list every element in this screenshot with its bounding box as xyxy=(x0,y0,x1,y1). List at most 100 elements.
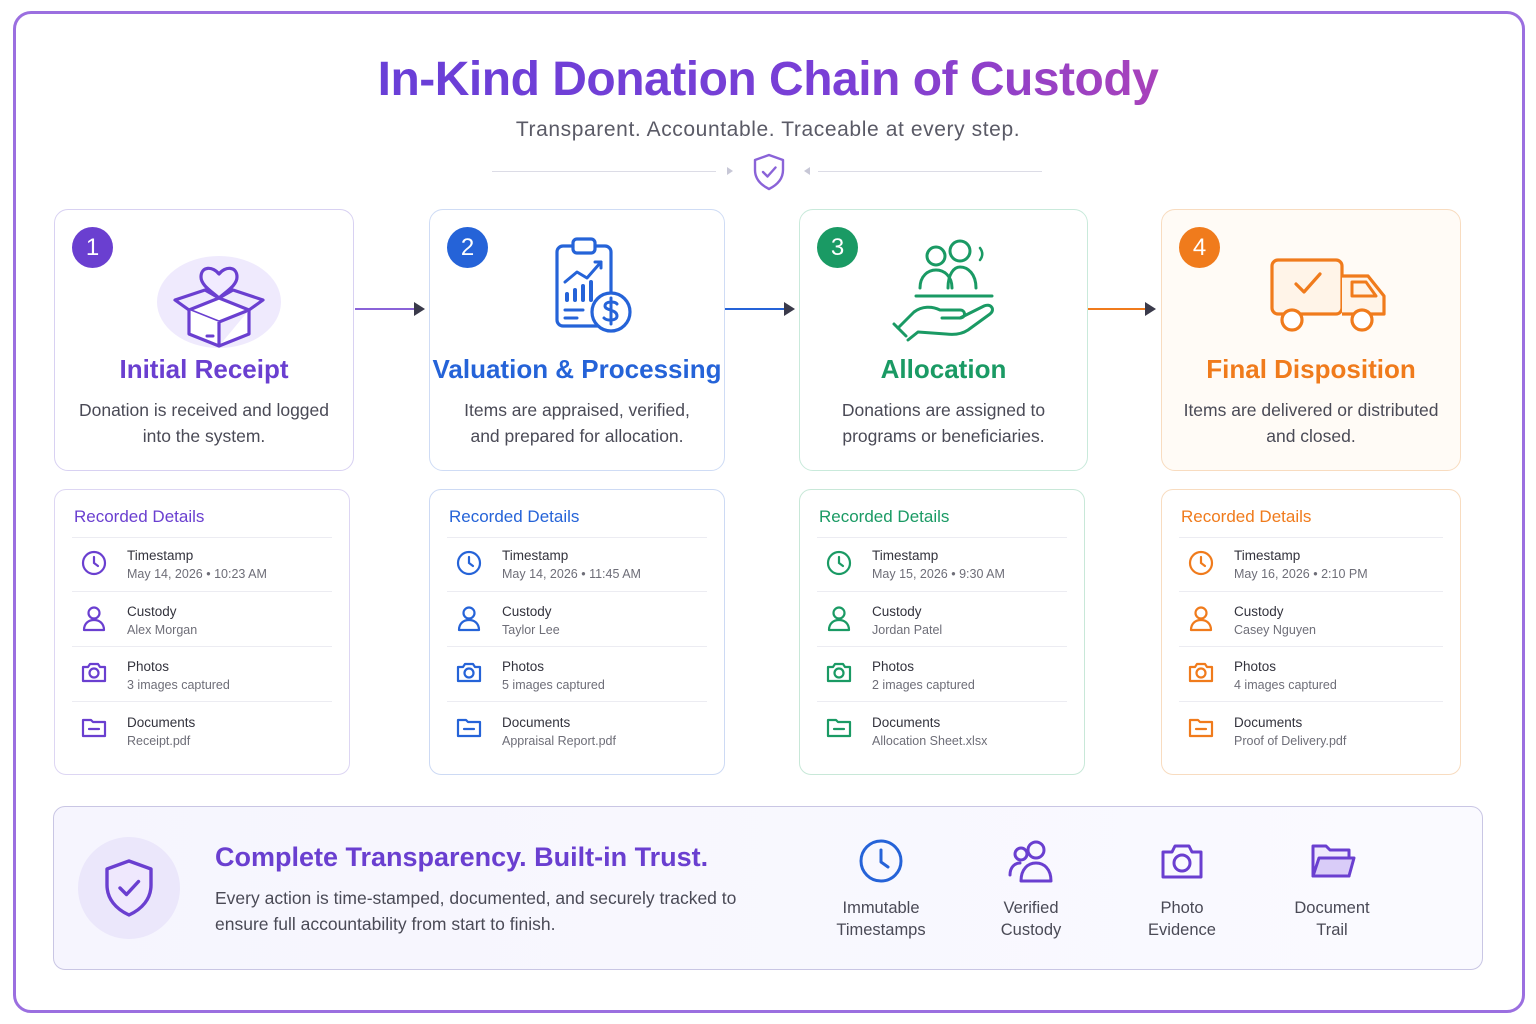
step-card-initial-receipt: 1 Initial Receipt Donation is received a… xyxy=(54,209,354,471)
row-label: Photos xyxy=(1234,659,1277,674)
details-heading: Recorded Details xyxy=(1181,507,1312,526)
row-value: Taylor Lee xyxy=(502,623,560,637)
row-label: Documents xyxy=(872,715,941,730)
details-rule xyxy=(817,591,1067,592)
step-card-final-disposition: 4 Final Disposition Items are delivered … xyxy=(1161,209,1461,471)
details-rule xyxy=(447,701,707,702)
row-label: Timestamp xyxy=(1234,548,1301,563)
folder-icon xyxy=(456,718,482,738)
details-rule xyxy=(817,701,1067,702)
details-rule xyxy=(1179,701,1443,702)
details-rule xyxy=(447,591,707,592)
details-rule xyxy=(447,646,707,647)
row-value: Receipt.pdf xyxy=(127,734,191,748)
camera-icon xyxy=(456,662,482,683)
recorded-details-3: Recorded Details Timestamp May 15, 2026 … xyxy=(799,489,1085,775)
row-label: Photos xyxy=(127,659,170,674)
feature-label-line1: Photo xyxy=(1160,899,1204,917)
divider-right xyxy=(818,171,1042,172)
row-value: 4 images captured xyxy=(1234,678,1337,692)
step-title: Allocation xyxy=(880,354,1007,384)
delivery-truck-check-icon xyxy=(1270,258,1386,332)
divider-right-marker xyxy=(804,167,810,175)
details-rule xyxy=(72,537,332,538)
details-rule xyxy=(1179,591,1443,592)
row-label: Timestamp xyxy=(872,548,939,563)
row-label: Documents xyxy=(1234,715,1303,730)
row-value: 5 images captured xyxy=(502,678,605,692)
step-number-badge: 1 xyxy=(72,227,113,268)
row-value: Alex Morgan xyxy=(127,623,198,637)
row-label: Custody xyxy=(127,604,177,619)
folder-icon xyxy=(826,718,852,738)
row-value: May 14, 2026 • 11:45 AM xyxy=(502,567,641,581)
row-label: Photos xyxy=(502,659,545,674)
row-label: Timestamp xyxy=(127,548,194,563)
step-description: Donation is received and logged into the… xyxy=(78,400,330,446)
step-description: Donations are assigned to programs or be… xyxy=(841,400,1046,446)
details-rule xyxy=(1179,646,1443,647)
divider-left-marker xyxy=(727,167,733,175)
folder-icon xyxy=(1188,718,1214,738)
row-value: May 16, 2026 • 2:10 PM xyxy=(1234,567,1368,581)
folder-icon xyxy=(1311,844,1356,878)
row-value: Proof of Delivery.pdf xyxy=(1234,734,1347,748)
flow-arrow-1-2 xyxy=(355,302,425,316)
row-label: Custody xyxy=(502,604,552,619)
details-rule xyxy=(72,701,332,702)
details-rule xyxy=(817,646,1067,647)
hand-people-icon xyxy=(892,239,994,342)
user-icon xyxy=(1189,606,1213,632)
shield-check-icon xyxy=(753,153,785,191)
users-icon xyxy=(1008,840,1053,883)
feature-label-line2: Trail xyxy=(1316,921,1348,939)
camera-icon xyxy=(1161,844,1203,879)
feature-label-line1: Verified xyxy=(1003,899,1059,917)
recorded-details-1: Recorded Details Timestamp May 14, 2026 … xyxy=(54,489,350,775)
row-label: Timestamp xyxy=(502,548,569,563)
details-rule xyxy=(817,537,1067,538)
row-value: May 15, 2026 • 9:30 AM xyxy=(872,567,1005,581)
step-description: Items are delivered or distributed and c… xyxy=(1183,400,1439,446)
clock-icon xyxy=(456,550,482,576)
user-icon xyxy=(827,606,851,632)
banner-title: Complete Transparency. Built-in Trust. xyxy=(215,842,709,872)
camera-icon xyxy=(1188,662,1214,683)
row-value: May 14, 2026 • 10:23 AM xyxy=(127,567,267,581)
clock-icon xyxy=(826,550,852,576)
camera-icon xyxy=(81,662,107,683)
step-description: Items are appraised, verified, and prepa… xyxy=(464,400,690,446)
row-label: Photos xyxy=(872,659,915,674)
details-heading: Recorded Details xyxy=(74,507,205,526)
recorded-details-2: Recorded Details Timestamp May 14, 2026 … xyxy=(429,489,725,775)
details-heading: Recorded Details xyxy=(449,507,580,526)
feature-label-line1: Document xyxy=(1294,899,1370,917)
feature-label-line2: Evidence xyxy=(1148,921,1216,939)
shield-check-icon xyxy=(105,859,153,917)
page-subtitle: Transparent. Accountable. Traceable at e… xyxy=(515,118,1021,141)
details-heading: Recorded Details xyxy=(819,507,950,526)
page-title: In-Kind Donation Chain of Custody xyxy=(0,52,1536,107)
step-card-allocation: 3 Allocation Donations are assigned to p… xyxy=(799,209,1088,471)
feature-label-line2: Custody xyxy=(1000,921,1062,939)
step-number-badge: 4 xyxy=(1179,227,1220,268)
row-value: Allocation Sheet.xlsx xyxy=(872,734,988,748)
step-title: Initial Receipt xyxy=(119,354,289,384)
row-value: Casey Nguyen xyxy=(1234,623,1316,637)
step-number-badge: 3 xyxy=(817,227,858,268)
step-number-badge: 2 xyxy=(447,227,488,268)
recorded-details-4: Recorded Details Timestamp May 16, 2026 … xyxy=(1161,489,1461,775)
step-title: Valuation & Processing xyxy=(432,354,722,384)
feature-label-line2: Timestamps xyxy=(836,921,926,939)
row-label: Documents xyxy=(502,715,571,730)
feature-label-line1: Immutable xyxy=(842,899,920,917)
row-value: 2 images captured xyxy=(872,678,975,692)
details-rule xyxy=(72,646,332,647)
details-rule xyxy=(1179,537,1443,538)
